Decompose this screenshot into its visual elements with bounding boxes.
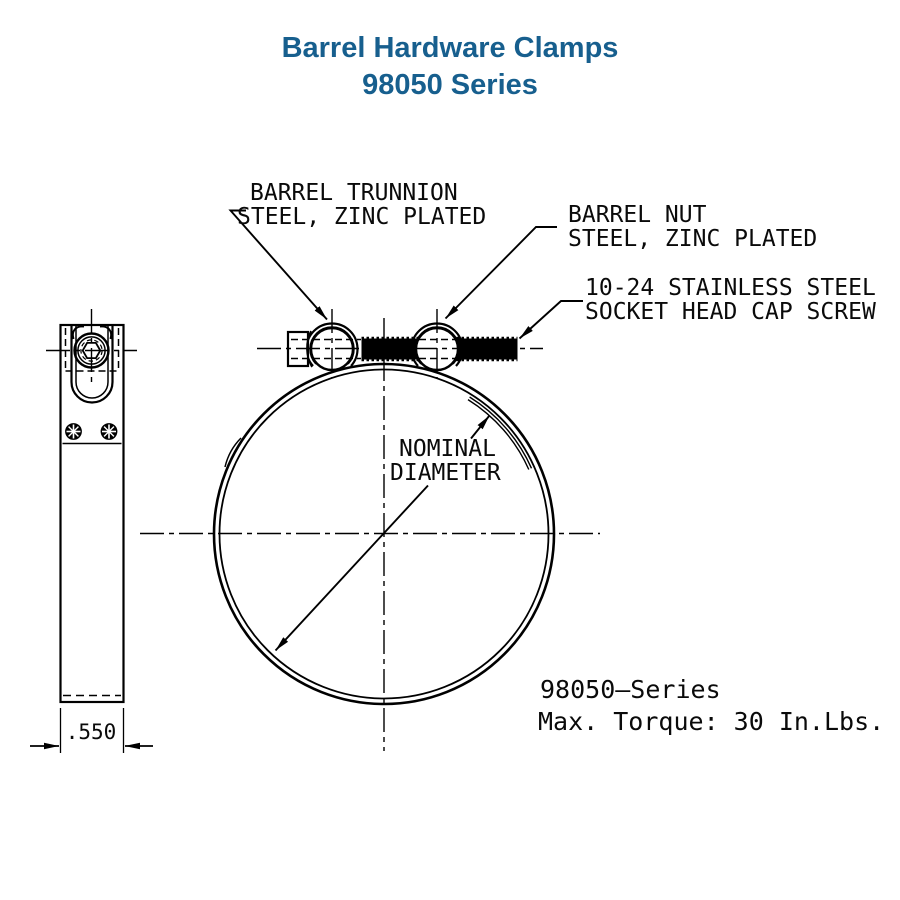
leader-barrel-trunnion bbox=[228, 209, 328, 321]
front-view-centerlines bbox=[140, 309, 600, 751]
page-title-line2: 98050 Series bbox=[362, 69, 538, 101]
page-title-line1: Barrel Hardware Clamps bbox=[281, 32, 619, 64]
spot-weld-left bbox=[65, 423, 82, 440]
leader-barrel-nut bbox=[444, 226, 557, 320]
series-text: 98050—Series bbox=[540, 675, 721, 704]
callout-labels: BARREL TRUNNION STEEL, ZINC PLATED BARRE… bbox=[237, 180, 876, 486]
band-loop-side bbox=[70, 325, 114, 404]
band-splice bbox=[224, 396, 533, 470]
diameter-arrows bbox=[274, 414, 491, 652]
label-barrel-trunnion-line2: STEEL, ZINC PLATED bbox=[237, 204, 486, 230]
diameter-arrow-short bbox=[470, 414, 491, 440]
leader-lines bbox=[228, 209, 583, 340]
label-barrel-nut-line2: STEEL, ZINC PLATED bbox=[568, 226, 817, 252]
front-view bbox=[140, 309, 600, 751]
spot-welds bbox=[65, 423, 118, 440]
spot-weld-right bbox=[100, 423, 118, 440]
label-barrel-nut-line1: BARREL NUT bbox=[568, 202, 707, 228]
band-width-dimension-text: .550 bbox=[66, 720, 117, 744]
leader-cap-screw bbox=[518, 300, 583, 340]
max-torque-text: Max. Torque: 30 In.Lbs. bbox=[538, 707, 884, 736]
label-cap-screw-line2: SOCKET HEAD CAP SCREW bbox=[585, 299, 876, 325]
label-nominal-diameter-line1: NOMINAL bbox=[399, 436, 496, 462]
label-nominal-diameter-line2: DIAMETER bbox=[390, 460, 501, 486]
hex-socket bbox=[81, 341, 102, 360]
series-note: 98050—Series Max. Torque: 30 In.Lbs. bbox=[538, 675, 884, 736]
diameter-arrow-long bbox=[274, 484, 429, 652]
side-view: .550 bbox=[30, 309, 153, 753]
side-view-centerlines bbox=[46, 309, 137, 386]
label-barrel-trunnion-line1: BARREL TRUNNION bbox=[250, 180, 458, 206]
label-cap-screw-line1: 10-24 STAINLESS STEEL bbox=[585, 275, 876, 301]
page-title: Barrel Hardware Clamps 98050 Series bbox=[0, 30, 900, 104]
width-dimension: .550 bbox=[30, 708, 153, 753]
